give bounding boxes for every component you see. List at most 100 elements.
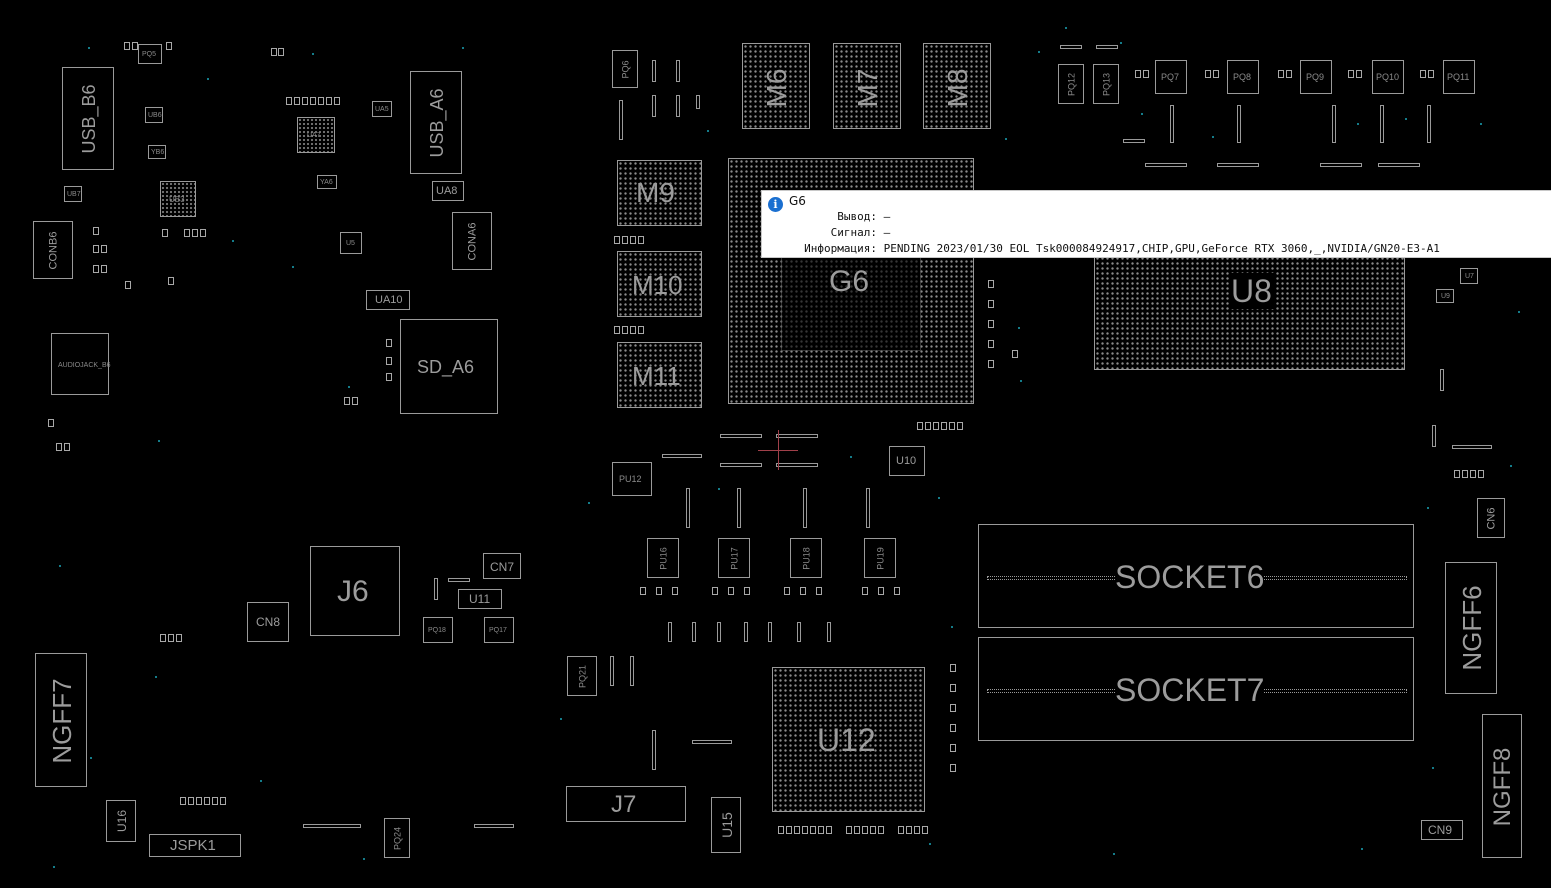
component-pq11[interactable]: PQ11 — [1443, 60, 1475, 94]
pad — [48, 419, 54, 427]
component-pq5[interactable]: PQ5 — [138, 44, 162, 64]
component-conb6[interactable]: CONB6 — [33, 221, 73, 279]
component-u11[interactable]: U11 — [458, 589, 502, 609]
component-ua5[interactable]: UA5 — [372, 101, 392, 117]
pad — [914, 826, 920, 834]
component-jspk1[interactable]: JSPK1 — [149, 834, 241, 857]
component-ya6[interactable]: YA6 — [317, 175, 337, 189]
component-jspk1-label: JSPK1 — [170, 837, 216, 854]
pad — [334, 97, 340, 105]
pad — [933, 422, 939, 430]
component-pq17[interactable]: PQ17 — [484, 617, 514, 643]
trace — [717, 622, 721, 642]
component-u15[interactable]: U15 — [711, 797, 741, 853]
component-m10[interactable]: M10 — [617, 251, 702, 317]
trace — [720, 463, 762, 467]
component-ub7[interactable]: UB7 — [64, 186, 82, 202]
component-pq11-label: PQ11 — [1447, 72, 1470, 82]
component-m11[interactable]: M11 — [617, 342, 702, 408]
component-pu18[interactable]: PU18 — [790, 538, 822, 578]
component-pq13[interactable]: PQ13 — [1093, 64, 1119, 104]
component-pq7[interactable]: PQ7 — [1155, 60, 1187, 94]
trace — [696, 95, 700, 109]
component-ua7[interactable]: UA7 — [297, 117, 335, 153]
component-u16[interactable]: U16 — [106, 800, 136, 842]
component-j7[interactable]: J7 — [566, 786, 686, 822]
component-j6-label: J6 — [337, 575, 369, 608]
component-m8[interactable]: M8 — [923, 43, 991, 129]
component-pu17[interactable]: PU17 — [718, 538, 750, 578]
component-pu12-label: PU12 — [619, 474, 642, 484]
component-u10[interactable]: U10 — [889, 446, 925, 476]
component-u8[interactable]: U8 — [1094, 240, 1405, 370]
component-u12[interactable]: U12 — [772, 667, 925, 812]
component-ub3[interactable]: UB3 — [160, 181, 196, 217]
component-cn9[interactable]: CN9 — [1421, 820, 1463, 840]
component-info-tooltip: i G6 Вывод: — Сигнал: — Информация: PEND… — [761, 190, 1551, 258]
component-cn7[interactable]: CN7 — [483, 553, 521, 579]
component-pq21[interactable]: PQ21 — [567, 656, 597, 696]
via — [207, 78, 209, 80]
component-u9[interactable]: U9 — [1436, 289, 1454, 303]
component-pu19[interactable]: PU19 — [864, 538, 896, 578]
pad — [204, 797, 210, 805]
component-m6[interactable]: M6 — [742, 43, 810, 129]
pad — [712, 587, 718, 595]
component-pu12[interactable]: PU12 — [612, 462, 652, 496]
component-pq18[interactable]: PQ18 — [423, 617, 453, 643]
pad — [212, 797, 218, 805]
component-cona6[interactable]: CONA6 — [452, 212, 492, 270]
component-cn6[interactable]: CN6 — [1477, 498, 1505, 538]
pad — [286, 97, 292, 105]
component-ngff7[interactable]: NGFF7 — [35, 653, 87, 787]
tooltip-value: — — [883, 210, 891, 223]
component-m7[interactable]: M7 — [833, 43, 901, 129]
trace — [692, 622, 696, 642]
component-pq24[interactable]: PQ24 — [384, 818, 410, 858]
component-pu19-label: PU19 — [875, 547, 886, 570]
trace — [474, 824, 514, 828]
component-ngff6[interactable]: NGFF6 — [1445, 562, 1497, 694]
pad — [166, 42, 172, 50]
pad — [56, 443, 62, 451]
component-audiojack-b6[interactable]: AUDIOJACK_B6 — [51, 333, 111, 395]
trace — [652, 60, 656, 82]
pad — [950, 744, 956, 752]
component-pq9[interactable]: PQ9 — [1300, 60, 1332, 94]
component-ua10[interactable]: UA10 — [366, 290, 410, 310]
component-socket7[interactable]: SOCKET7 — [978, 637, 1414, 741]
component-pq12[interactable]: PQ12 — [1058, 64, 1084, 104]
trace — [776, 434, 818, 438]
component-pq10[interactable]: PQ10 — [1372, 60, 1404, 94]
component-pu16[interactable]: PU16 — [647, 538, 679, 578]
component-j6[interactable]: J6 — [310, 546, 400, 636]
component-ngff6-label: NGFF6 — [1457, 585, 1487, 671]
component-yb6[interactable]: YB6 — [148, 145, 166, 159]
component-ua8[interactable]: UA8 — [432, 181, 464, 201]
component-m9[interactable]: M9 — [617, 160, 702, 226]
component-pq7-label: PQ7 — [1161, 72, 1180, 82]
component-u5[interactable]: U5 — [340, 232, 362, 254]
component-ngff8[interactable]: NGFF8 — [1482, 714, 1522, 858]
component-usb-a6[interactable]: USB_A6 — [410, 71, 462, 174]
component-pq6[interactable]: PQ6 — [612, 50, 638, 88]
pad — [816, 587, 822, 595]
component-ngff8-label: NGFF8 — [1489, 747, 1516, 827]
component-u7[interactable]: U7 — [1460, 268, 1478, 284]
pad — [386, 373, 392, 381]
via — [707, 130, 709, 132]
component-sd-a6[interactable]: SD_A6 — [400, 319, 498, 414]
pad — [318, 97, 324, 105]
component-usb-b6[interactable]: USB_B6 — [62, 67, 114, 170]
component-cn8[interactable]: CN8 — [247, 602, 289, 642]
component-pq8[interactable]: PQ8 — [1227, 60, 1259, 94]
pad — [878, 826, 884, 834]
component-pq17-label: PQ17 — [489, 627, 507, 634]
component-cn8-label: CN8 — [256, 615, 281, 629]
trace — [1452, 445, 1492, 449]
component-ub6[interactable]: UB6 — [145, 107, 163, 123]
component-socket6[interactable]: SOCKET6 — [978, 524, 1414, 628]
pad — [93, 245, 99, 253]
component-ngff7-label: NGFF7 — [47, 678, 77, 764]
